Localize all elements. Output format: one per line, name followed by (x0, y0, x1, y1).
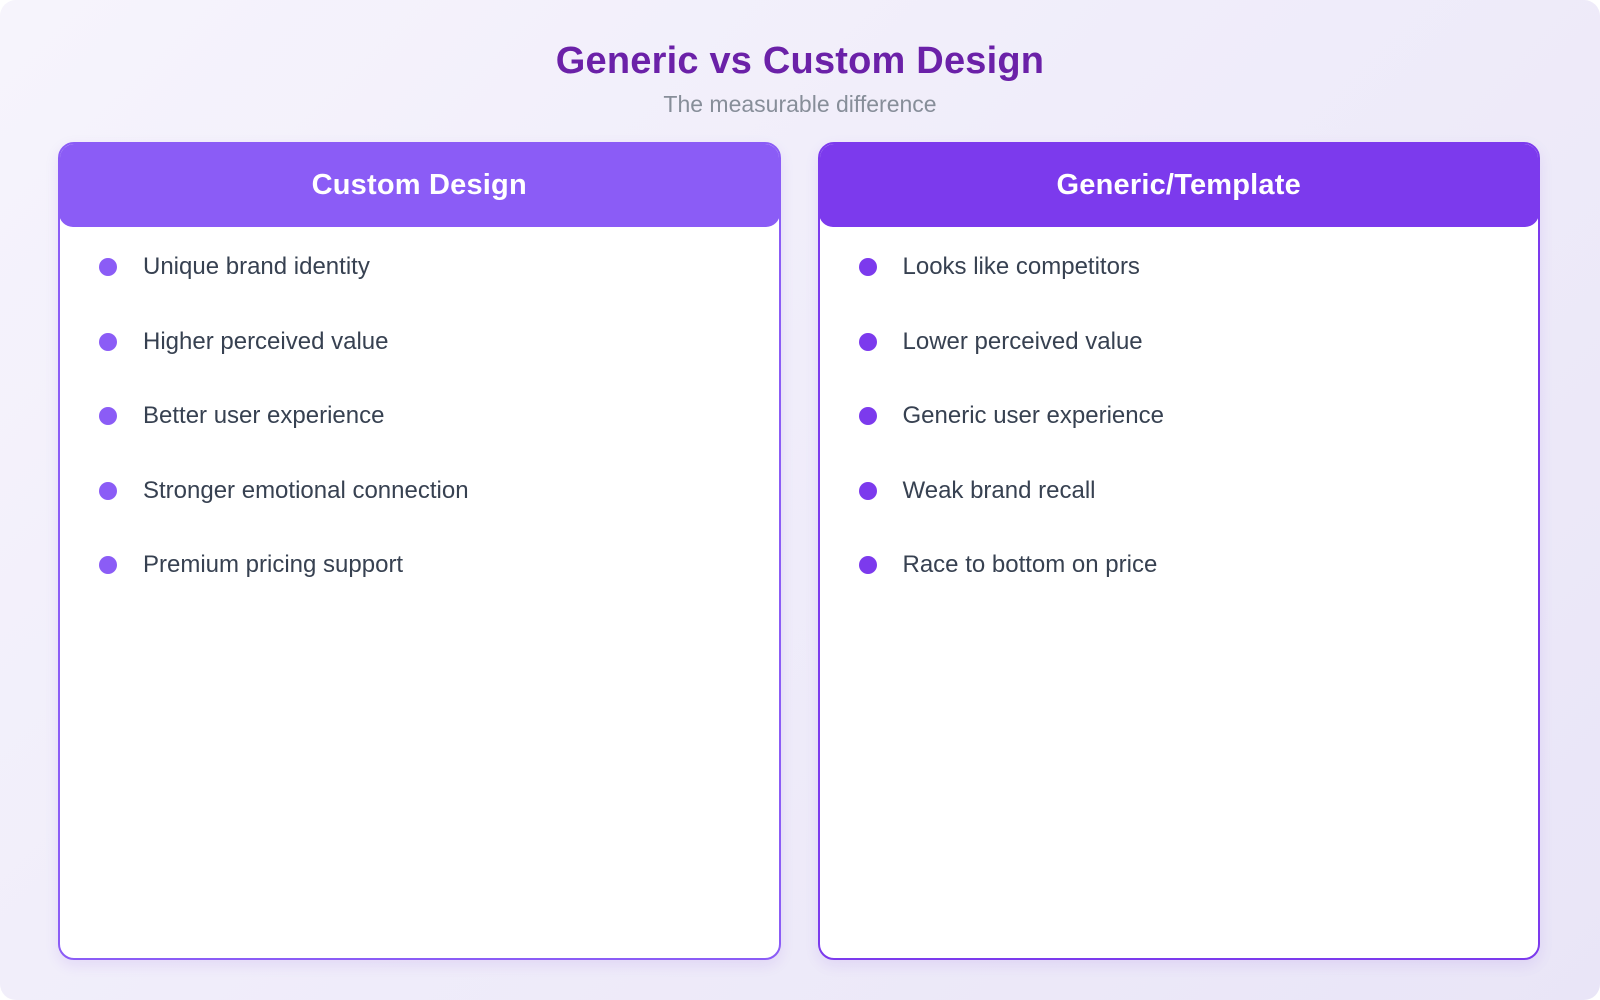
list-item-label: Unique brand identity (143, 253, 370, 281)
bullet-icon (858, 258, 877, 277)
list-item-label: Higher perceived value (143, 327, 389, 355)
comparison-cards-row: Custom Design Unique brand identity High… (58, 142, 1540, 960)
generic-template-list: Looks like competitors Lower perceived v… (820, 227, 1539, 603)
list-item: Higher perceived value (99, 305, 759, 380)
bullet-icon (858, 407, 877, 426)
list-item: Generic user experience (858, 379, 1519, 454)
list-item-label: Looks like competitors (902, 253, 1140, 281)
custom-design-card-title: Custom Design (311, 168, 527, 201)
bullet-icon (99, 332, 117, 351)
bullet-icon (858, 556, 877, 575)
bullet-icon (99, 481, 117, 500)
list-item-label: Generic user experience (902, 402, 1164, 430)
list-item: Race to bottom on price (858, 528, 1519, 603)
list-item-label: Premium pricing support (143, 551, 404, 579)
generic-template-card-title: Generic/Template (1056, 168, 1301, 201)
list-item: Looks like competitors (858, 230, 1519, 305)
list-item-label: Lower perceived value (902, 327, 1143, 355)
list-item: Stronger emotional connection (99, 454, 759, 529)
bullet-icon (858, 481, 877, 500)
list-item: Weak brand recall (858, 454, 1519, 529)
list-item: Better user experience (99, 379, 759, 454)
custom-design-list: Unique brand identity Higher perceived v… (60, 227, 779, 603)
bullet-icon (858, 332, 877, 351)
list-item: Lower perceived value (858, 305, 1519, 380)
list-item: Unique brand identity (99, 230, 759, 305)
generic-template-card-header: Generic/Template (819, 144, 1539, 227)
custom-design-card-header: Custom Design (59, 144, 779, 227)
list-item-label: Stronger emotional connection (143, 476, 469, 504)
list-item-label: Race to bottom on price (902, 551, 1158, 579)
list-item-label: Better user experience (143, 402, 385, 430)
list-item: Premium pricing support (99, 528, 759, 603)
page-title: Generic vs Custom Design (555, 40, 1045, 82)
bullet-icon (99, 258, 117, 277)
custom-design-card: Custom Design Unique brand identity High… (58, 142, 781, 960)
bullet-icon (99, 556, 117, 575)
generic-template-card: Generic/Template Looks like competitors … (817, 142, 1540, 960)
page-subtitle: The measurable difference (663, 91, 937, 117)
list-item-label: Weak brand recall (902, 476, 1096, 504)
bullet-icon (99, 407, 117, 426)
